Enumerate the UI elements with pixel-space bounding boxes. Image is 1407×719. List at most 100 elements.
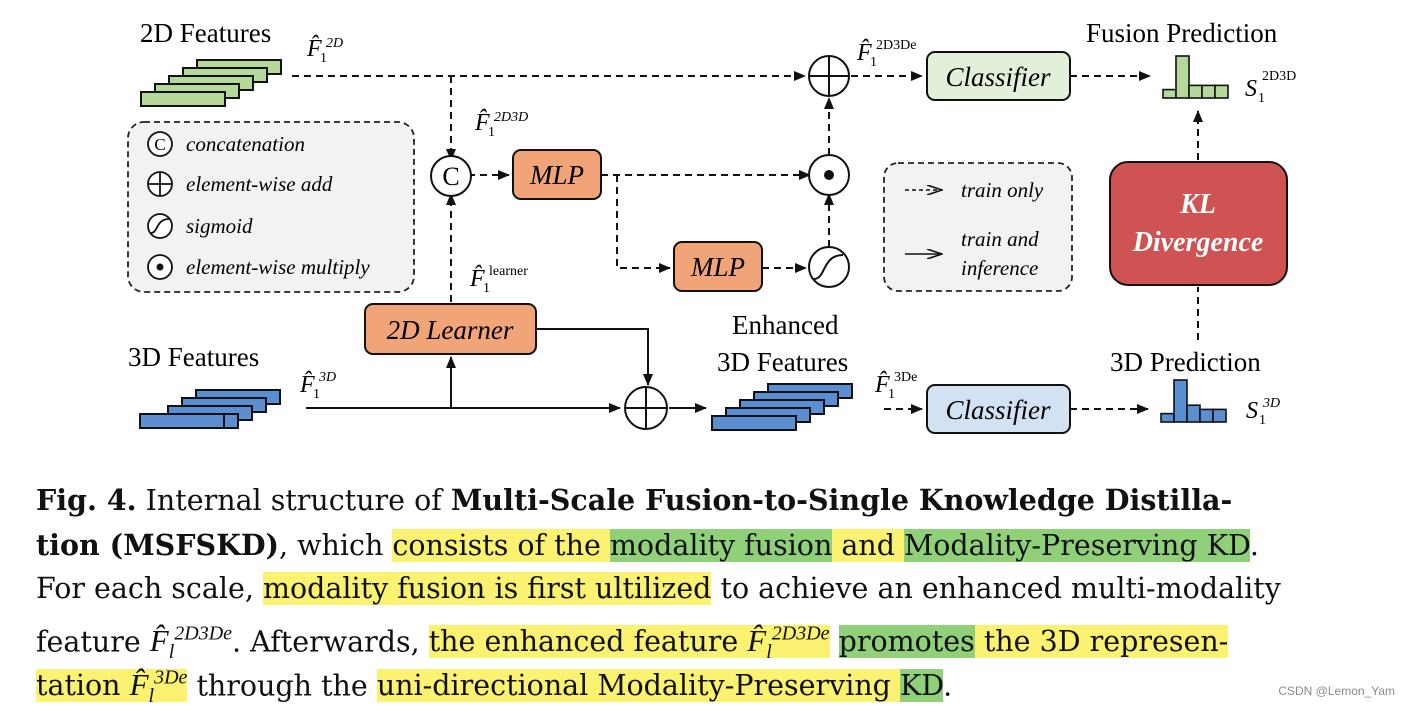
svg-text:2D Learner: 2D Learner: [387, 315, 514, 345]
svg-text:1: 1: [1259, 413, 1266, 428]
svg-text:Divergence: Divergence: [1132, 227, 1264, 258]
svg-text:KL: KL: [1179, 189, 1216, 220]
features-2d-stack: [140, 59, 282, 107]
enhanced-title-line2: 3D Features: [717, 347, 848, 377]
svg-text:3D: 3D: [1262, 396, 1280, 411]
label-s-2d3d: S 1 2D3D: [1245, 69, 1296, 106]
multiply-node: [808, 154, 850, 196]
fusion-histogram: [1162, 55, 1229, 99]
math-f-2d3de: F̂l2D3De: [149, 622, 233, 664]
sigmoid-node: [808, 246, 850, 288]
fig-label: Fig. 4.: [36, 483, 137, 517]
highlight-yellow: uni-directional Modality-Preserving: [376, 669, 900, 703]
svg-text:1: 1: [483, 281, 490, 296]
svg-text:MLP: MLP: [529, 160, 584, 190]
pred3d-hist-bar: [1160, 412, 1175, 423]
svg-text:2D3D: 2D3D: [494, 110, 528, 125]
pred3d-hist-bar: [1199, 408, 1214, 423]
msfskd-diagram: 2D Features 3D Features Enhanced 3D Feat…: [127, 18, 1296, 434]
fusion-prediction-title: Fusion Prediction: [1086, 18, 1278, 48]
svg-text:3D: 3D: [318, 370, 336, 385]
svg-text:1: 1: [870, 55, 877, 70]
svg-text:F̂: F̂: [299, 371, 315, 398]
classifier-top-box: Classifier: [926, 51, 1071, 101]
highlight-green: Modality-Preserving KD: [904, 528, 1250, 562]
svg-text:S: S: [1245, 76, 1257, 102]
fusion-hist-bar: [1214, 84, 1229, 99]
highlight-yellow: consists of the: [392, 528, 610, 562]
concat-node: C: [430, 155, 472, 197]
fusion-hist-bar: [1188, 84, 1203, 99]
legend-concat-label: concatenation: [186, 132, 305, 156]
svg-text:1: 1: [313, 387, 320, 402]
add-node-top: [808, 55, 850, 97]
svg-text:F̂: F̂: [874, 371, 890, 398]
svg-text:2D3De: 2D3De: [876, 38, 916, 53]
highlight-yellow: tation F̂l3De: [36, 667, 188, 708]
svg-text:Classifier: Classifier: [945, 395, 1051, 425]
svg-text:F̂: F̂: [469, 265, 485, 292]
mlp-bottom-box: MLP: [673, 241, 763, 292]
caption-line-5: tation F̂l3De through the uni-directiona…: [36, 667, 953, 708]
label-f-learner: F̂ 1 learner: [469, 264, 528, 296]
watermark: CSDN @Lemon_Yam: [1278, 684, 1395, 698]
fusion-hist-bar: [1201, 84, 1216, 99]
dashed-connectors: [292, 71, 1203, 414]
svg-text:1: 1: [320, 51, 327, 66]
concat-icon: C: [147, 131, 173, 157]
svg-text:2D: 2D: [326, 36, 343, 51]
svg-text:3De: 3De: [894, 370, 917, 385]
legend-multiply-label: element-wise multiply: [186, 255, 370, 279]
pred3d-hist-bar: [1173, 379, 1188, 423]
highlight-yellow: and: [832, 528, 905, 562]
svg-text:1: 1: [888, 387, 895, 402]
features-2d-title: 2D Features: [140, 18, 271, 48]
highlight-green: KD: [900, 669, 944, 703]
svg-text:2D3D: 2D3D: [1262, 69, 1296, 84]
svg-text:Classifier: Classifier: [945, 62, 1051, 92]
solid-connectors: [306, 328, 707, 413]
label-f-3dde: F̂ 1 3De: [874, 370, 917, 402]
enhanced-3d-stack: [711, 383, 853, 431]
highlight-green: promotes: [838, 624, 975, 658]
figure-caption: Fig. 4. Internal structure of Multi-Scal…: [36, 478, 1386, 708]
pred3d-hist-bar: [1186, 404, 1201, 423]
label-f-2d: F̂ 1 2D: [306, 35, 343, 66]
svg-text:C: C: [154, 135, 165, 154]
caption-line-1: Fig. 4. Internal structure of Multi-Scal…: [36, 483, 1233, 517]
svg-text:F̂: F̂: [856, 39, 872, 66]
legend-arrows: train only train and inference: [883, 162, 1073, 292]
prediction-3d-histogram: [1160, 379, 1227, 423]
legend-train-only: train only: [961, 178, 1044, 202]
math-f-2d3de-hl: F̂l2D3De: [747, 622, 830, 664]
caption-line-4: feature F̂l2D3De. Afterwards, the enhanc…: [36, 622, 1229, 664]
enhanced-title-line1: Enhanced: [732, 310, 839, 340]
sigmoid-icon: [147, 213, 173, 239]
multiply-icon: [147, 254, 173, 280]
highlight-yellow: the enhanced feature F̂l2D3De: [428, 622, 830, 664]
legend-inference: inference: [961, 256, 1038, 280]
svg-text:F̂: F̂: [474, 109, 490, 136]
pred3d-hist-bar: [1212, 408, 1227, 423]
svg-text:1: 1: [1258, 91, 1265, 106]
highlight-yellow: modality fusion is first ultilized: [262, 572, 712, 605]
svg-text:S: S: [1246, 398, 1258, 424]
kl-divergence-box: KL Divergence: [1109, 161, 1288, 286]
fusion-hist-bar: [1175, 55, 1190, 99]
features-3d-stack: [139, 389, 281, 429]
highlight-green: modality fusion: [609, 528, 833, 562]
legend-sigmoid-label: sigmoid: [186, 214, 253, 238]
learner-2d-box: 2D Learner: [364, 303, 537, 355]
label-f-2d3dde: F̂ 1 2D3De: [856, 38, 916, 70]
classifier-bottom-box: Classifier: [926, 384, 1071, 434]
legend-train-and: train and: [961, 227, 1039, 251]
prediction-3d-title: 3D Prediction: [1110, 347, 1261, 377]
legend-operations: C concatenation element-wise add sigmoid…: [127, 121, 415, 293]
label-s-3d: S 1 3D: [1246, 396, 1280, 428]
label-f-2d3d: F̂ 1 2D3D: [474, 109, 528, 140]
math-f-3de: F̂l3De: [129, 667, 188, 708]
svg-text:learner: learner: [489, 264, 528, 279]
caption-line-2: tion (MSFSKD), which consists of the mod…: [36, 527, 1259, 562]
label-f-3d: F̂ 1 3D: [299, 370, 336, 402]
svg-text:1: 1: [488, 125, 495, 140]
